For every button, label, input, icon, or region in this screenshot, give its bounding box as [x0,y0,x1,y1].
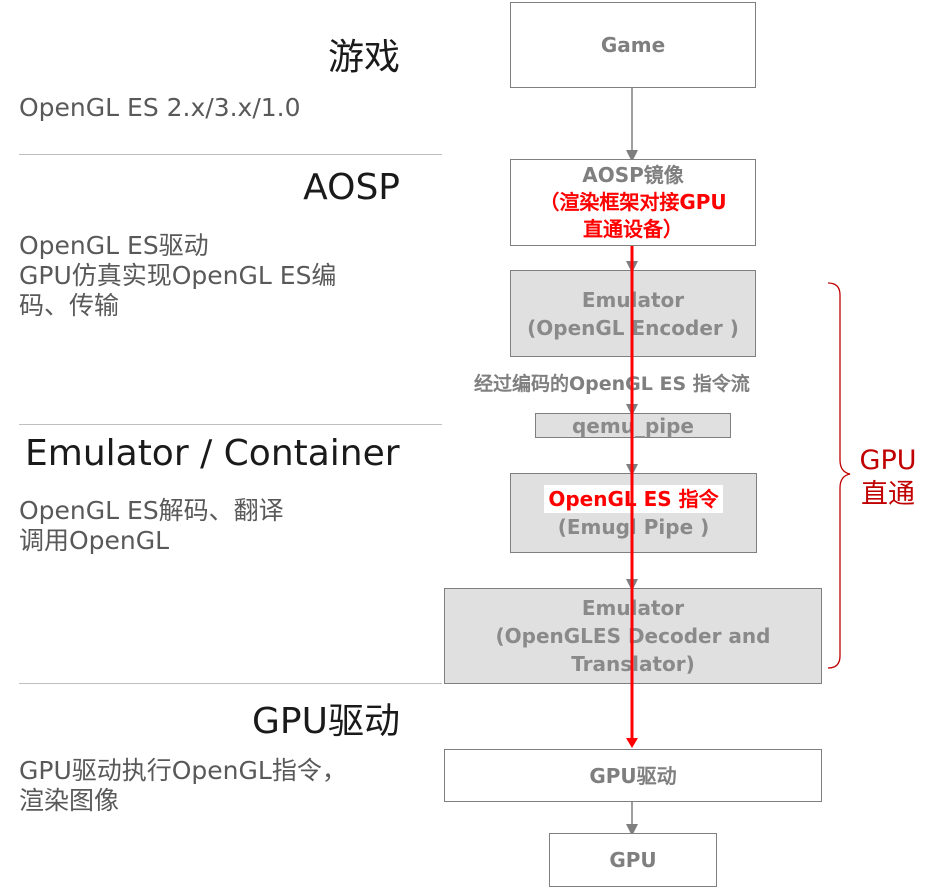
layer-title-emulator: Emulator / Container [25,433,400,474]
box-gpu-driver-label: GPU驱动 [589,763,677,788]
layer-title-gpu-driver: GPU驱动 [252,701,400,742]
layer-desc-emulator: OpenGL ES解码、翻译 调用OpenGL [19,496,284,555]
box-gpu-label: GPU [609,848,657,872]
box-aosp-label: AOSP镜像 [582,163,684,187]
layer-desc-gpu-driver: GPU驱动执行OpenGL指令， 渲染图像 [19,756,347,815]
layer-title-game: 游戏 [327,37,400,78]
gpu-passthrough-arrowhead [626,738,638,748]
box-aosp-note-line2: 直通设备） [583,217,683,241]
brace-icon [827,282,851,669]
layer-desc-aosp: OpenGL ES驱动 GPU仿真实现OpenGL ES编 码、传输 [19,231,337,320]
layer-divider [19,683,442,684]
encoded-stream-label: 经过编码的OpenGL ES 指令流 [474,373,750,395]
gpu-passthrough-line1: GPU [859,445,917,476]
layer-divider [19,154,442,155]
gpu-passthrough-line2: 直通 [861,479,915,510]
layer-divider [19,424,442,425]
box-gpu-driver: GPU驱动 [444,749,822,802]
box-gpu: GPU [549,833,717,887]
layer-desc-game: OpenGL ES 2.x/3.x/1.0 [19,93,301,122]
box-game: Game [510,2,756,88]
box-aosp-image: AOSP镜像 （渲染框架对接GPU 直通设备） [510,159,756,246]
gpu-passthrough-label: GPU 直通 [850,444,926,512]
box-game-label: Game [600,33,666,57]
layer-title-aosp: AOSP [303,167,400,208]
box-aosp-note-line1: （渲染框架对接GPU [539,190,727,214]
